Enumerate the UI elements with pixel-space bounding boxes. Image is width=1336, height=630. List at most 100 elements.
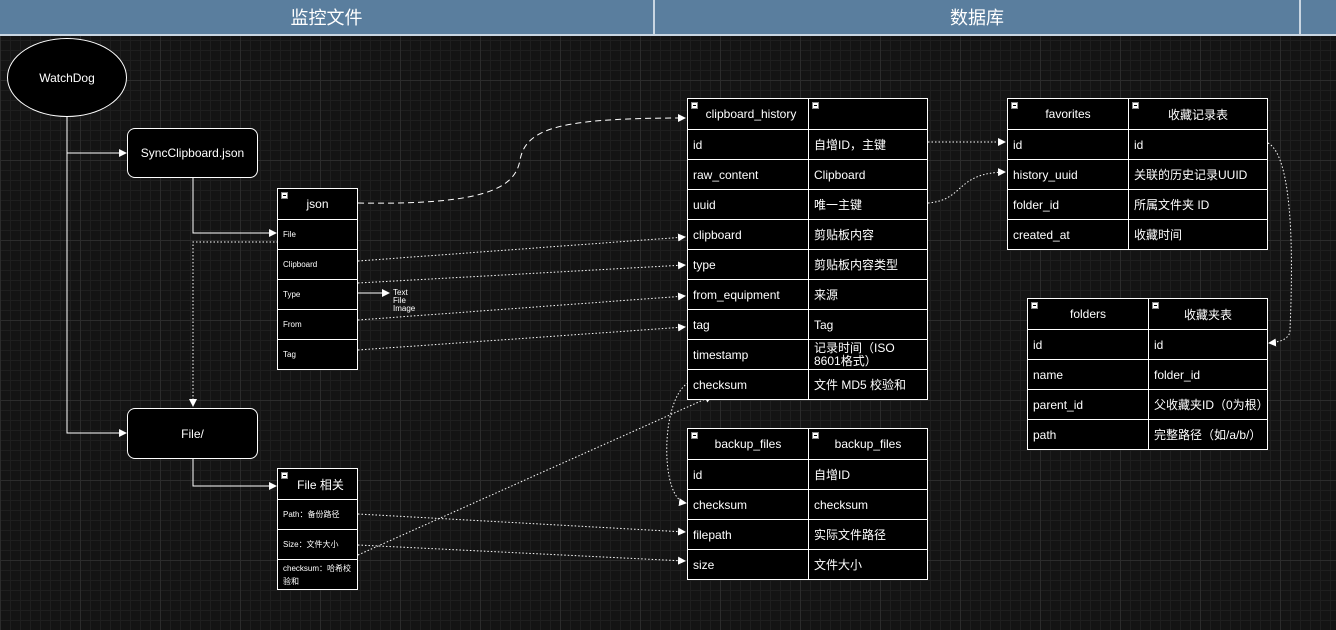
table-row: File — [278, 219, 357, 249]
field-name: parent_id — [1033, 397, 1084, 412]
table-row: clipboard 剪贴板内容 — [688, 219, 927, 249]
edge-history-backup — [666, 382, 689, 507]
field-name: id — [693, 467, 703, 482]
folders-header: folders 收藏夹表 — [1028, 299, 1267, 329]
clipboard-history-table[interactable]: clipboard_history id 自增ID，主键 raw_content… — [687, 98, 928, 400]
collapse-icon[interactable] — [281, 192, 288, 199]
collapse-icon[interactable] — [1011, 102, 1018, 109]
field-desc: 自增ID — [808, 460, 927, 489]
collapse-icon[interactable] — [691, 432, 698, 439]
field-name: history_uuid — [1013, 167, 1078, 182]
backup-files-table[interactable]: backup_files backup_files id 自增ID checks… — [687, 428, 928, 580]
field-desc: 文件大小 — [808, 550, 927, 579]
json-table[interactable]: json File Clipboard Type From Tag — [277, 188, 358, 370]
table-row: checksum checksum — [688, 489, 927, 519]
edge-watchdog-sync — [66, 117, 127, 157]
table-title-cell: folders — [1028, 299, 1148, 329]
field-desc: Clipboard — [808, 160, 927, 189]
field-name: from_equipment — [693, 287, 780, 302]
lane-title: 监控文件 — [290, 8, 363, 28]
sync-json-node[interactable]: SyncClipboard.json — [127, 128, 258, 178]
table-title-cell — [808, 99, 927, 129]
edge-checksum-history — [357, 395, 713, 556]
field-desc: 文件 MD5 校验和 — [808, 370, 927, 399]
table-title-cell: clipboard_history — [688, 99, 808, 129]
table-row: size 文件大小 — [688, 549, 927, 579]
edge-clipboard — [357, 233, 686, 262]
folders-table[interactable]: folders 收藏夹表 id id name folder_id parent… — [1027, 298, 1268, 450]
table-row: timestamp 记录时间（ISO 8601格式） — [688, 339, 927, 369]
table-row: uuid 唯一主键 — [688, 189, 927, 219]
file-field: Path：备份路径 — [283, 510, 340, 519]
type-value: Text — [393, 288, 408, 297]
field-desc: 唯一主键 — [808, 190, 927, 219]
table-row: raw_content Clipboard — [688, 159, 927, 189]
field-name: checksum — [693, 497, 748, 512]
table-row: Type — [278, 279, 357, 309]
favorites-table[interactable]: favorites 收藏记录表 id id history_uuid 关联的历史… — [1007, 98, 1268, 250]
watchdog-node[interactable]: WatchDog — [7, 38, 127, 117]
watchdog-label: WatchDog — [39, 70, 95, 85]
edge-size-size — [357, 544, 686, 565]
collapse-icon[interactable] — [812, 432, 819, 439]
table-title: clipboard_history — [705, 107, 797, 121]
field-desc: 收藏时间 — [1128, 220, 1267, 249]
table-subtitle: backup_files — [834, 437, 902, 451]
field-name: path — [1033, 427, 1057, 442]
collapse-icon[interactable] — [281, 472, 288, 479]
field-desc: 关联的历史记录UUID — [1128, 160, 1267, 189]
field-name: created_at — [1013, 227, 1070, 242]
table-row: id id — [1028, 329, 1267, 359]
table-row: Tag — [278, 339, 357, 369]
collapse-icon[interactable] — [812, 102, 819, 109]
edge-watchdog-file — [66, 153, 127, 437]
table-title-cell: 收藏记录表 — [1128, 99, 1267, 129]
field-name: uuid — [693, 197, 716, 212]
table-title-cell: backup_files — [688, 429, 808, 459]
field-name: clipboard — [693, 227, 742, 242]
table-row: history_uuid 关联的历史记录UUID — [1008, 159, 1267, 189]
edge-sync-json — [192, 178, 277, 237]
file-field: Size：文件大小 — [283, 540, 339, 549]
file-info-header: File 相关 — [278, 469, 357, 499]
table-subtitle: 收藏夹表 — [1183, 307, 1232, 322]
json-field: From — [283, 320, 302, 329]
file-dir-node[interactable]: File/ — [127, 408, 258, 459]
table-title-cell: backup_files — [808, 429, 927, 459]
file-field: checksum：哈希校验和 — [283, 563, 352, 586]
json-field: Tag — [283, 350, 296, 359]
field-desc: 实际文件路径 — [808, 520, 927, 549]
collapse-icon[interactable] — [1152, 302, 1159, 309]
field-name: size — [693, 557, 715, 572]
table-row: Path：备份路径 — [278, 499, 357, 529]
json-field: Clipboard — [283, 260, 318, 269]
file-info-title-cell: File 相关 — [278, 469, 357, 499]
edge-uuid-history — [927, 168, 1006, 204]
collapse-icon[interactable] — [691, 102, 698, 109]
edge-path-filepath — [357, 513, 686, 536]
table-row: Size：文件大小 — [278, 529, 357, 559]
table-row: checksum：哈希校验和 — [278, 559, 357, 589]
table-row: checksum 文件 MD5 校验和 — [688, 369, 927, 399]
field-desc: 所属文件夹 ID — [1128, 190, 1267, 219]
field-name: type — [693, 257, 716, 272]
table-title-cell: 收藏夹表 — [1148, 299, 1267, 329]
field-desc: 剪贴板内容 — [808, 220, 927, 249]
field-name: id — [1013, 137, 1023, 152]
collapse-icon[interactable] — [1031, 302, 1038, 309]
table-title: backup_files — [714, 437, 782, 451]
collapse-icon[interactable] — [1132, 102, 1139, 109]
table-row: type 剪贴板内容类型 — [688, 249, 927, 279]
field-name: raw_content — [693, 167, 759, 182]
field-name: name — [1033, 367, 1064, 382]
field-name: timestamp — [693, 347, 749, 362]
file-info-table[interactable]: File 相关 Path：备份路径 Size：文件大小 checksum：哈希校… — [277, 468, 358, 590]
sync-json-label: SyncClipboard.json — [140, 146, 245, 160]
field-desc: 来源 — [808, 280, 927, 309]
file-dir-label: File/ — [181, 426, 204, 441]
table-row: created_at 收藏时间 — [1008, 219, 1267, 249]
field-desc: folder_id — [1148, 360, 1267, 389]
edge-folder-folders — [1267, 142, 1292, 347]
field-name: folder_id — [1013, 197, 1060, 212]
table-row: from_equipment 来源 — [688, 279, 927, 309]
